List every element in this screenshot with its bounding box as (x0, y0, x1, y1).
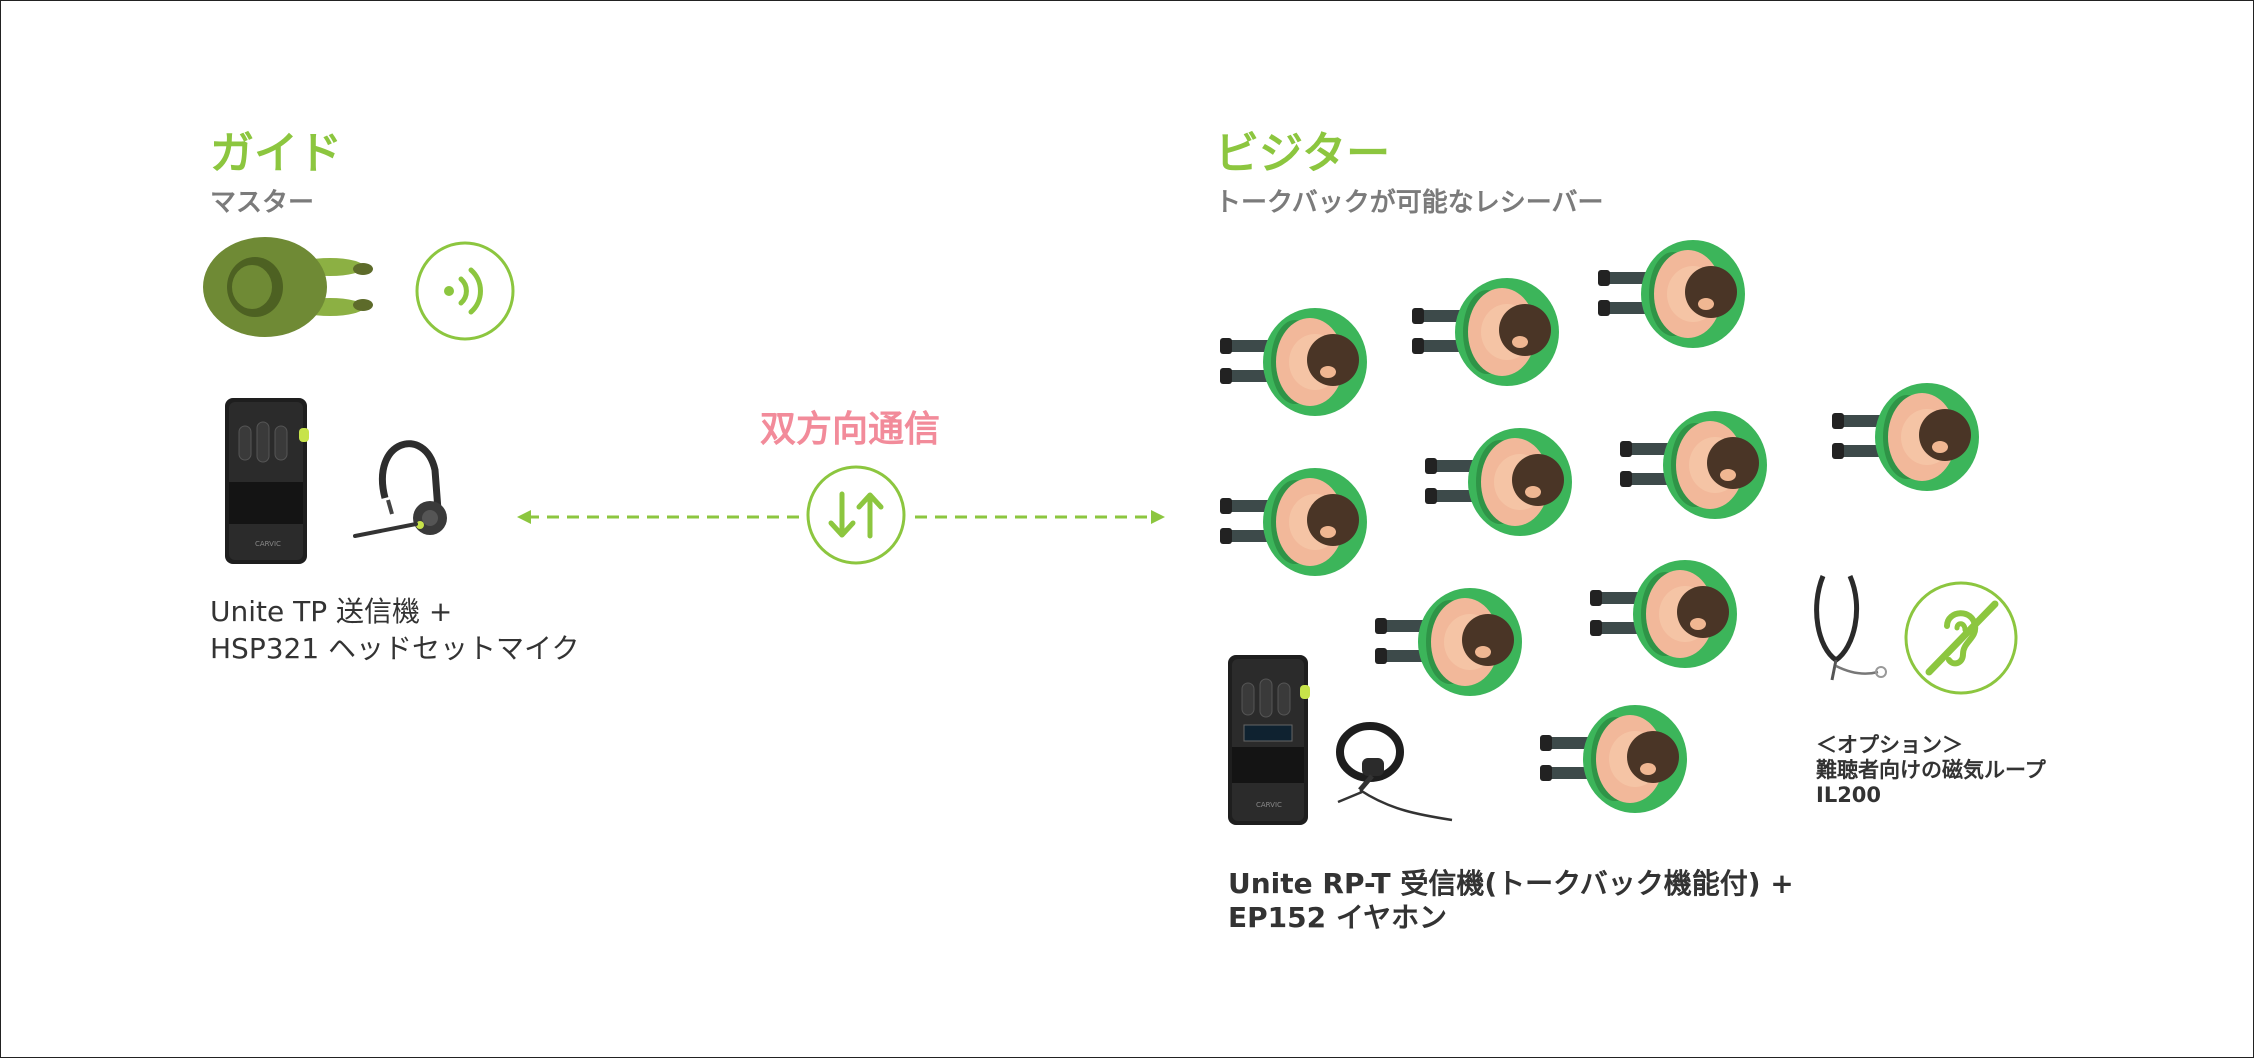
guide-equipment-line1: Unite TP 送信機 + (210, 595, 453, 628)
visitor-person-icon (1220, 308, 1367, 416)
broadcast-icon (415, 241, 515, 341)
transmitter-device-icon: CARVIC (225, 398, 309, 564)
visitor-person-icon (1220, 468, 1367, 576)
visitor-person-icon (1540, 705, 1687, 813)
neck-loop-icon (1814, 574, 1887, 681)
visitor-person-icon (1598, 240, 1745, 348)
bidirectional-arrows-icon (806, 465, 906, 565)
visitor-person-icon (1590, 560, 1737, 668)
visitor-person-icon (1620, 411, 1767, 519)
two-way-label: 双方向通信 (760, 409, 941, 450)
visitor-person-icon (1832, 383, 1979, 491)
headset-icon (353, 440, 447, 538)
visitor-person-icon (1375, 588, 1522, 696)
guide-subtitle: マスター (210, 188, 315, 218)
guide-equipment-line2: HSP321 ヘッドセットマイク (210, 632, 580, 665)
visitor-equipment-line1: Unite RP-T 受信機(トークバック機能付) + (1228, 867, 1794, 900)
visitor-person-icon (1412, 278, 1559, 386)
option-line3: IL200 (1816, 783, 1882, 807)
guide-person-icon (203, 237, 373, 337)
two-way-connector (517, 510, 1165, 524)
visitor-person-icon (1425, 428, 1572, 536)
option-line1: ＜オプション＞ (1816, 733, 1963, 757)
option-line2: 難聴者向けの磁気ループ (1816, 758, 2046, 782)
device-brand-label: CARVIC (1256, 801, 1282, 809)
receiver-device-icon: CARVIC (1228, 655, 1310, 825)
visitor-subtitle: トークバックが可能なレシーバー (1215, 188, 1604, 218)
device-brand-label: CARVIC (255, 540, 281, 548)
visitor-equipment-line2: EP152 イヤホン (1228, 901, 1448, 934)
hearing-loop-icon (1904, 581, 2018, 695)
earphone-icon (1336, 722, 1453, 822)
guide-title: ガイド (210, 128, 342, 179)
visitor-title: ビジター (1215, 128, 1391, 179)
